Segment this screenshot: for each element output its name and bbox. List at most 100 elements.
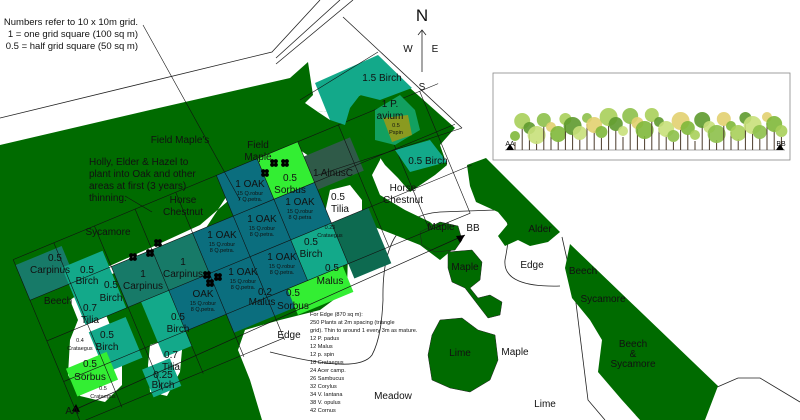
panel-label-aa: AA [505, 141, 515, 148]
map-label: Maple [427, 222, 455, 233]
map-label: Carpinus [30, 265, 70, 276]
map-label: Sycamore [580, 294, 625, 305]
map-label: Birch [152, 380, 175, 391]
planting-grid [12, 83, 472, 420]
panel-label-bb: BB [776, 141, 786, 148]
oak-title: 1 OAK [207, 230, 237, 241]
oak-petra: 8 Q.petra. [210, 248, 235, 254]
map-label: 0.2 [258, 287, 272, 298]
cell-pspin [383, 115, 412, 142]
tree-symbol-icon [129, 253, 137, 261]
cell-malus [331, 207, 392, 279]
cell-oak [226, 288, 295, 333]
map-label: Malus [317, 276, 344, 287]
map-label: 0.25 [153, 370, 173, 381]
map-label: Crataegus [67, 346, 93, 352]
oak-petra: 8 Q.petra. [270, 270, 295, 276]
leader-lines [124, 24, 463, 213]
map-label: Carpinus [123, 281, 163, 292]
tree-symbol-icon [206, 279, 214, 287]
oak-title: OAK [192, 289, 213, 300]
map-label: Meadow [374, 391, 413, 402]
oak-petra: 7 Q.petra. [238, 197, 263, 203]
cell-oak [168, 239, 308, 332]
map-label: Edge [277, 330, 301, 341]
map-label: Horse [170, 195, 197, 206]
map-label: areas at first (3 years) [89, 181, 186, 192]
edge-note-line: 12 p. spin [310, 352, 334, 358]
map-label: Tilia [81, 315, 99, 326]
map-label: Holly, Elder & Hazel to [89, 157, 189, 168]
grid-legend: Numbers refer to 10 x 10m grid. 1 = one … [4, 17, 138, 52]
cell-birch [141, 290, 192, 358]
legend-line: Numbers refer to 10 x 10m grid. [4, 17, 138, 28]
cell-birch-0-5-east [395, 140, 447, 172]
compass-w: W [403, 44, 413, 55]
edge-note-line: 12 P. padus [310, 336, 339, 342]
map-label: 0.5 [304, 237, 318, 248]
map-label: thinning. [89, 193, 127, 204]
oak-robur: 15 Q.robur [287, 209, 313, 215]
map-label: Birch [100, 293, 123, 304]
map-label: 0.5 [283, 173, 297, 184]
map-label: Birch [96, 342, 119, 353]
map-label: plant into Oak and other [89, 169, 196, 180]
oak-robur: 15 Q.robur [209, 242, 235, 248]
map-label: 1 P. [382, 99, 399, 110]
map-label: & [630, 349, 637, 360]
cell-oak [216, 158, 274, 217]
map-label: Alder [528, 224, 552, 235]
map-label: Horse [390, 183, 417, 194]
edge-note-line: 38 V. opulus [310, 400, 341, 406]
map-label: Tilia [331, 204, 349, 215]
map-label: 0.5 [104, 280, 118, 291]
marker-bb-icon [776, 144, 784, 150]
map-label: avium [377, 111, 404, 122]
map-label: Sycamore [85, 227, 130, 238]
cell-birch [61, 250, 127, 325]
map-label: BB [466, 223, 480, 234]
map-label: Maple [501, 347, 529, 358]
oak-robur: 15 Q.robur [249, 226, 275, 232]
oak-title: 1 OAK [247, 214, 277, 225]
oak-petra: 8 Q.petra [289, 215, 313, 221]
oak-robur: 15 Q.robur [230, 279, 256, 285]
legend-line: 1 = one grid square (100 sq m) [8, 29, 138, 40]
arrow-aa-icon [72, 404, 80, 412]
map-label: Lime [449, 348, 471, 359]
maple-blob-2 [447, 249, 503, 319]
cell-birch [290, 223, 349, 281]
map-label: Sorbus [274, 185, 306, 196]
map-label: 0.4 [76, 338, 84, 344]
edge-note-line: 42 Cornus [310, 408, 336, 414]
woodland-alder [467, 158, 560, 246]
map-label: Pspin [389, 130, 403, 136]
edge-planting-note: For Edge (870 sq m):250 Plants at 2m spa… [310, 312, 418, 414]
map-label: Tilia [162, 362, 180, 373]
tree-symbol-icon [146, 249, 154, 257]
map-label: Beech [619, 339, 647, 350]
map-label: Birch [300, 249, 323, 260]
map-label: Birch [167, 324, 190, 335]
cell-sorbus [65, 351, 119, 397]
woodland-beech-sycamore [565, 244, 718, 420]
edge-note-line: grid). Thin to around 1 every 3m as matu… [310, 328, 418, 334]
oak-title: 1 OAK [228, 267, 258, 278]
oak-title: 1 OAK [267, 252, 297, 263]
map-label: AA [65, 406, 79, 417]
map-label: 0.5 [83, 359, 97, 370]
marker-aa-icon [506, 144, 514, 150]
tree-symbol-icon [281, 159, 289, 167]
cell-oak [192, 182, 332, 274]
arrow-bb-icon [456, 235, 465, 243]
tree-symbol-icon [270, 159, 278, 167]
map-label: 0.5 [331, 192, 345, 203]
edge-note-line: For Edge (870 sq m): [310, 312, 363, 318]
map-label: 0.5 [48, 253, 62, 264]
oak-title: 1 OAK [235, 179, 265, 190]
